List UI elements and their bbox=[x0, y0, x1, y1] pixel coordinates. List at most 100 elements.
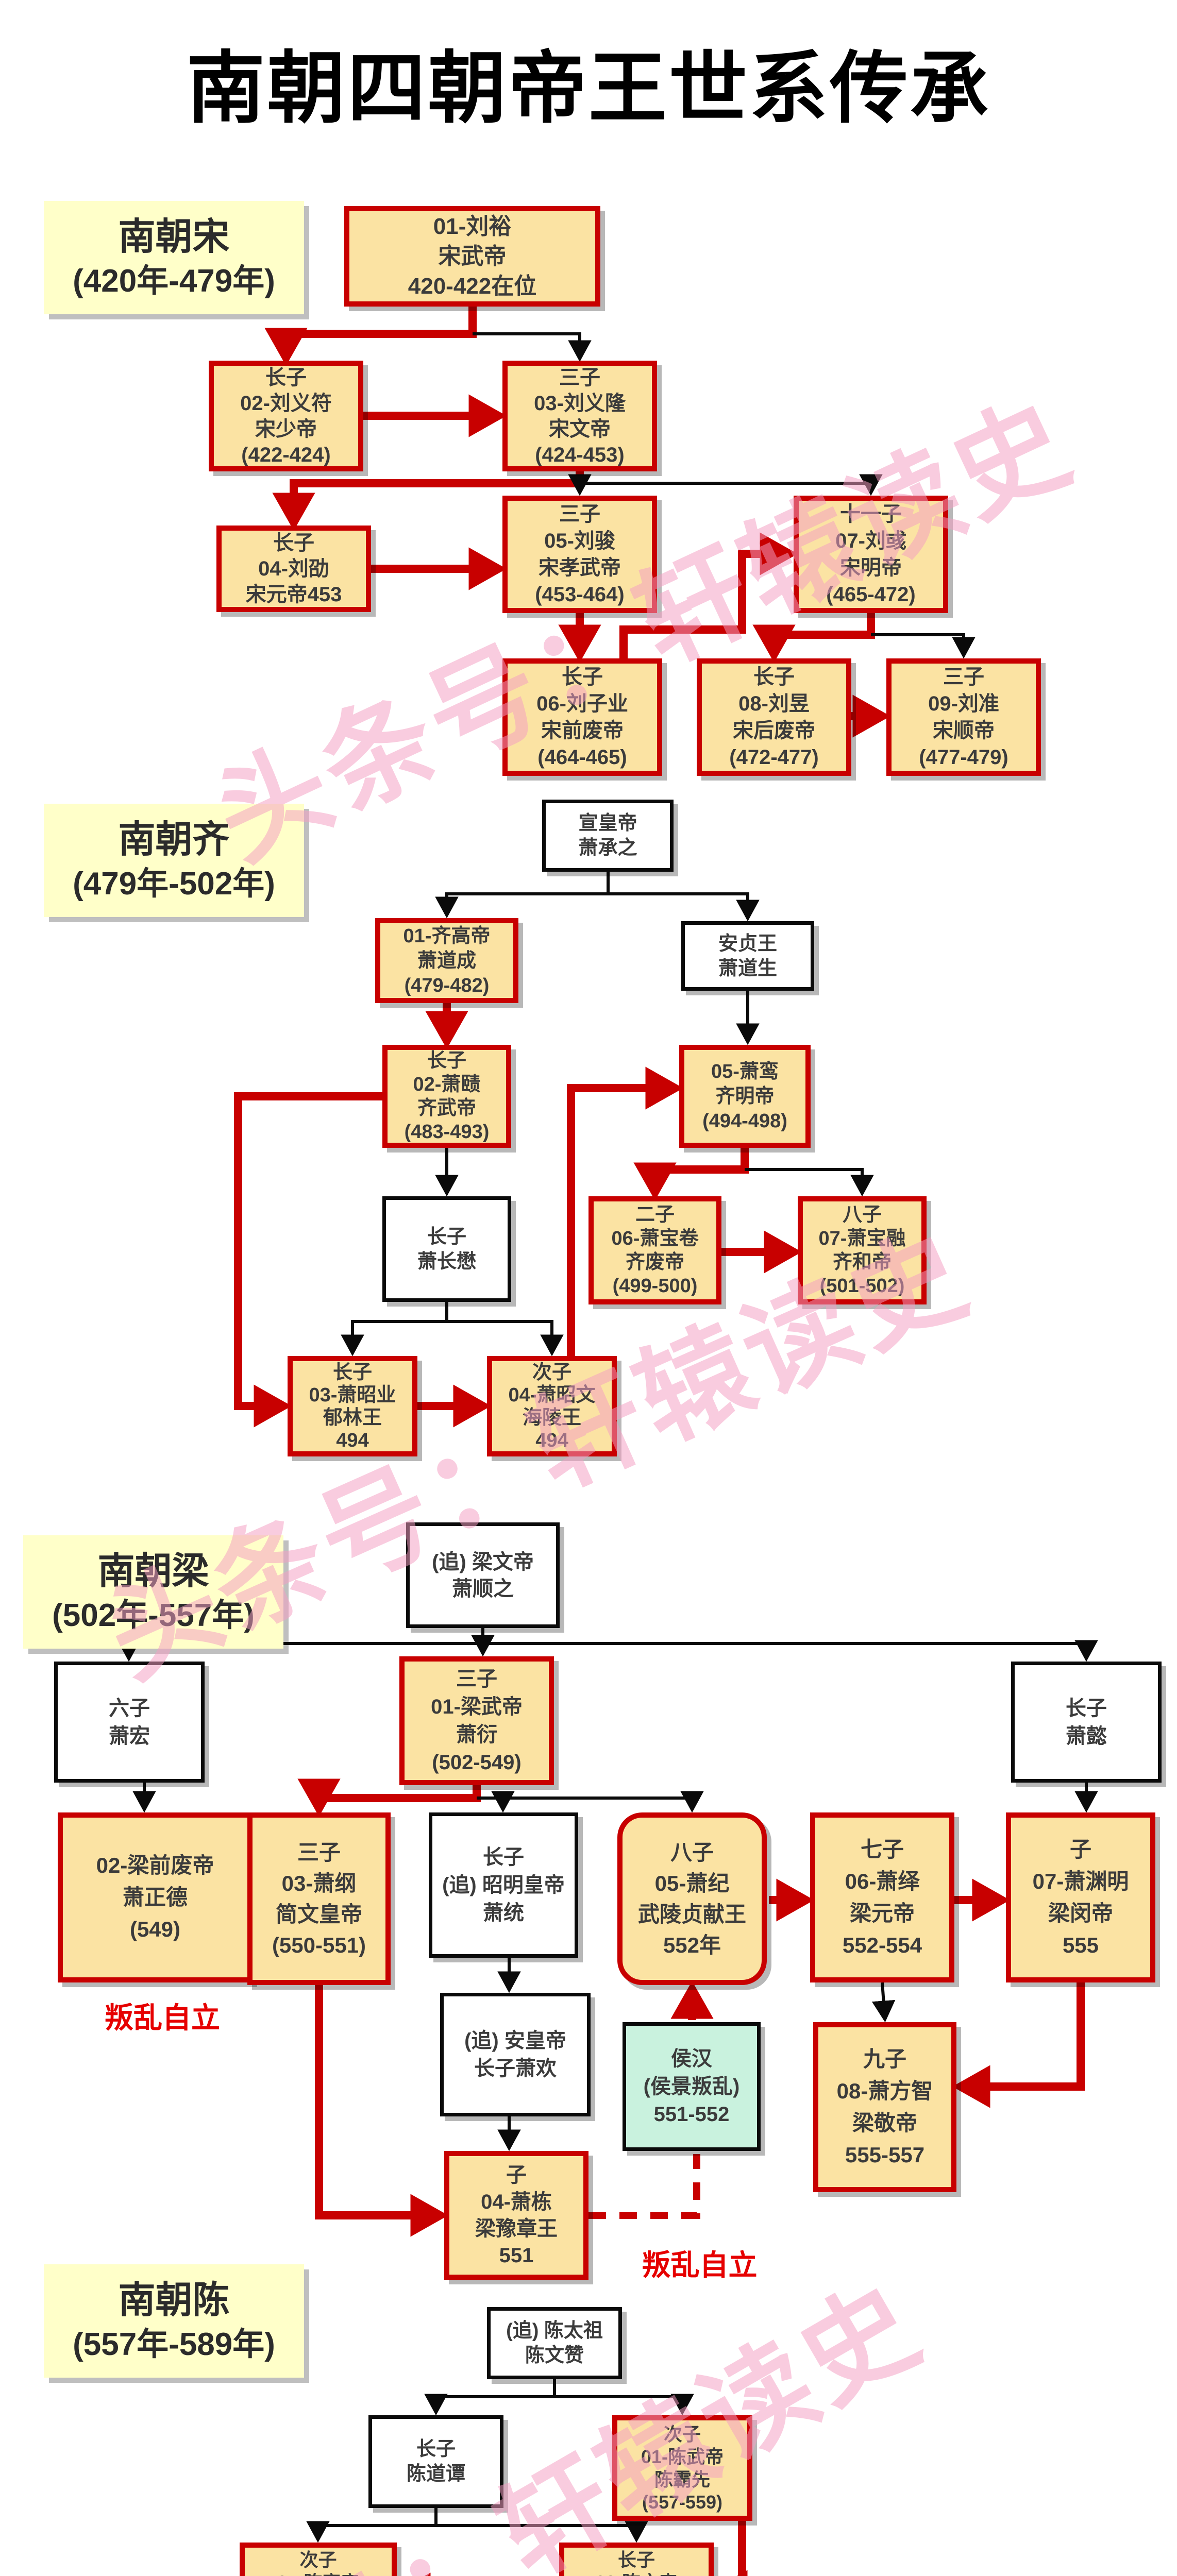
node-line: 01-梁武帝 bbox=[431, 1696, 523, 1718]
edge-qi-xuan-to-qi-01 bbox=[435, 872, 610, 919]
node-line: 03-刘义隆 bbox=[534, 392, 626, 415]
node-line: (472-477) bbox=[729, 746, 819, 769]
node-line: 04-刘劭 bbox=[258, 557, 329, 580]
node-line: (464-465) bbox=[537, 746, 627, 769]
node-line: 555 bbox=[1062, 1933, 1099, 1957]
section-years: (479年-502年) bbox=[73, 866, 275, 902]
node-line: 宋少帝 bbox=[255, 417, 317, 440]
node-line: 01-齐高帝 bbox=[403, 925, 491, 947]
node-line: 萧懿 bbox=[1066, 1724, 1107, 1748]
node-line: 02-刘义符 bbox=[240, 392, 332, 415]
node-line: (追) 昭明皇帝 bbox=[442, 1874, 565, 1896]
node-line: 安贞王 bbox=[718, 933, 777, 955]
edge-song-01-to-song-02 bbox=[264, 307, 477, 366]
node-line: 三子 bbox=[297, 1840, 341, 1865]
node-line: 宋明帝 bbox=[840, 556, 902, 579]
node-line: 萧统 bbox=[483, 1902, 524, 1924]
node-line: (557-559) bbox=[642, 2491, 723, 2513]
node-line: 08-萧方智 bbox=[836, 2079, 933, 2103]
node-line: 萧承之 bbox=[578, 837, 637, 859]
node-line: (477-479) bbox=[919, 746, 1008, 769]
edge-chen-01-to-chen-02 bbox=[709, 2521, 748, 2576]
rebel-note-xiao-zhengde: 叛乱自立 bbox=[105, 2002, 220, 2034]
node-line: 九子 bbox=[863, 2047, 906, 2071]
node-line: (465-472) bbox=[826, 583, 916, 606]
node-liang-houhan: 侯汉(侯景叛乱)551-552 bbox=[623, 2022, 761, 2151]
node-line: 武陵贞献王 bbox=[637, 1902, 746, 1926]
edge-liang-06-to-liang-08 bbox=[871, 1982, 896, 2023]
edge-liang-shunzhi-to-liang-yi bbox=[483, 1640, 1098, 1662]
node-line: 长子 bbox=[273, 532, 314, 554]
node-line: 长子 bbox=[416, 2438, 456, 2460]
node-line: 长子 bbox=[617, 2549, 655, 2570]
node-line: 宋前废帝 bbox=[541, 719, 624, 742]
node-line: 08-刘昱 bbox=[738, 692, 810, 715]
node-liang-hong: 六子萧宏 bbox=[54, 1662, 205, 1783]
edge-chen-daotan-to-chen-02 bbox=[436, 2521, 648, 2543]
node-line: 陈霸先 bbox=[654, 2468, 710, 2490]
node-line: 04-萧栋 bbox=[481, 2191, 552, 2213]
node-line: 子 bbox=[1069, 1837, 1091, 1861]
node-line: 07-萧渊明 bbox=[1032, 1869, 1129, 1893]
node-line: (侯景叛乱) bbox=[643, 2075, 740, 2098]
edge-qi-05-to-qi-07 bbox=[745, 1168, 874, 1197]
edge-liang-03-to-liang-04 bbox=[315, 1985, 449, 2237]
node-line: 子 bbox=[506, 2164, 527, 2187]
node-line: (499-500) bbox=[612, 1275, 698, 1297]
edge-liang-07-to-liang-08 bbox=[952, 1982, 1085, 2108]
node-line: 552-554 bbox=[842, 1933, 922, 1957]
node-line: 八子 bbox=[842, 1204, 882, 1226]
node-line: 三子 bbox=[943, 666, 984, 688]
node-line: 三子 bbox=[559, 366, 600, 389]
node-line: 03-萧纲 bbox=[281, 1871, 357, 1895]
node-line: 萧长懋 bbox=[417, 1250, 476, 1273]
node-line: 郁林王 bbox=[323, 1406, 382, 1429]
node-line: 09-刘准 bbox=[928, 692, 999, 715]
edge-liang-01-to-liang-tong bbox=[477, 1791, 515, 1813]
edge-qi-changmao-to-qi-04 bbox=[447, 1320, 564, 1357]
node-line: 陈道谭 bbox=[406, 2463, 465, 2485]
node-line: 05-萧纪 bbox=[654, 1871, 730, 1895]
edge-song-07-to-song-08 bbox=[752, 613, 875, 663]
node-line: 420-422在位 bbox=[408, 273, 537, 299]
node-line: (422-424) bbox=[241, 443, 331, 466]
node-line: 02-梁前废帝 bbox=[96, 1853, 214, 1877]
node-line: 长子 bbox=[562, 666, 603, 688]
node-line: 长子 bbox=[332, 1361, 372, 1383]
node-line: 551-552 bbox=[653, 2103, 730, 2126]
node-line: 十一子 bbox=[840, 503, 902, 526]
node-line: 萧正德 bbox=[122, 1885, 188, 1909]
node-line: (502-549) bbox=[432, 1751, 522, 1774]
edge-liang-04-to-liang-houhan bbox=[588, 2154, 700, 2219]
node-line: 06-萧绎 bbox=[845, 1869, 920, 1893]
node-line: 长子 bbox=[1066, 1697, 1107, 1720]
node-line: 次子 bbox=[663, 2423, 701, 2445]
section-title: 南朝齐 bbox=[118, 819, 230, 860]
node-line: 宋文帝 bbox=[549, 417, 611, 440]
node-line: 宋后废帝 bbox=[733, 719, 815, 742]
node-line: 05-萧鸾 bbox=[711, 1061, 779, 1082]
node-line: 萧宏 bbox=[109, 1724, 150, 1748]
node-line: 长子 bbox=[427, 1050, 466, 1072]
node-line: 三子 bbox=[559, 503, 600, 526]
section-title: 南朝梁 bbox=[97, 1551, 209, 1592]
section-label-southern-qi: 南朝齐 (479年-502年) bbox=[44, 804, 304, 917]
node-line: 555-557 bbox=[845, 2143, 925, 2167]
node-line: 长子 bbox=[427, 1226, 466, 1248]
